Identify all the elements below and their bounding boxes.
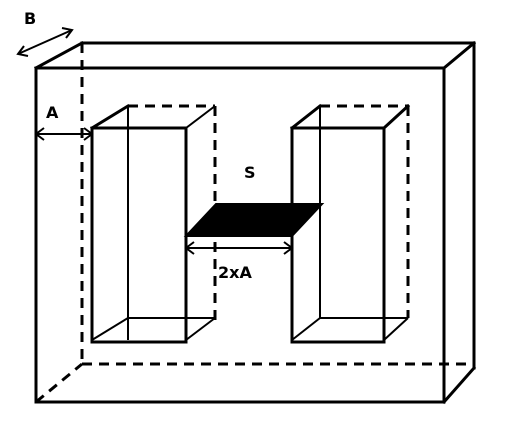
left-window-front [90,126,188,344]
outer-hidden-depth-edge [35,362,83,404]
dimension-b-arrow [16,27,74,57]
cross-section-s [183,203,325,237]
right-window [289,103,411,344]
right-window-floor-right [383,317,409,341]
dimension-a-arrow [34,127,94,141]
right-window-floor-left [291,317,321,341]
outer-depth-edge-top-left [33,40,85,71]
right-window-depth-top-right [381,103,411,131]
label-s: S [244,163,256,182]
label-2xa: 2xA [218,263,252,282]
right-window-depth-top-left [289,103,323,131]
left-window-depth-top-right [185,105,216,129]
outer-depth-edge-bottom-right [441,365,477,405]
label-a: A [46,103,59,122]
dimension-2xa-arrow [184,241,294,255]
label-b: B [24,9,36,28]
outer-depth-edge-top-right [441,40,477,71]
left-window-floor-right [185,317,216,341]
left-window-floor-left [91,317,129,341]
left-window-depth-top [89,103,131,131]
outer-front-face [34,66,446,404]
right-window-front [290,126,386,344]
